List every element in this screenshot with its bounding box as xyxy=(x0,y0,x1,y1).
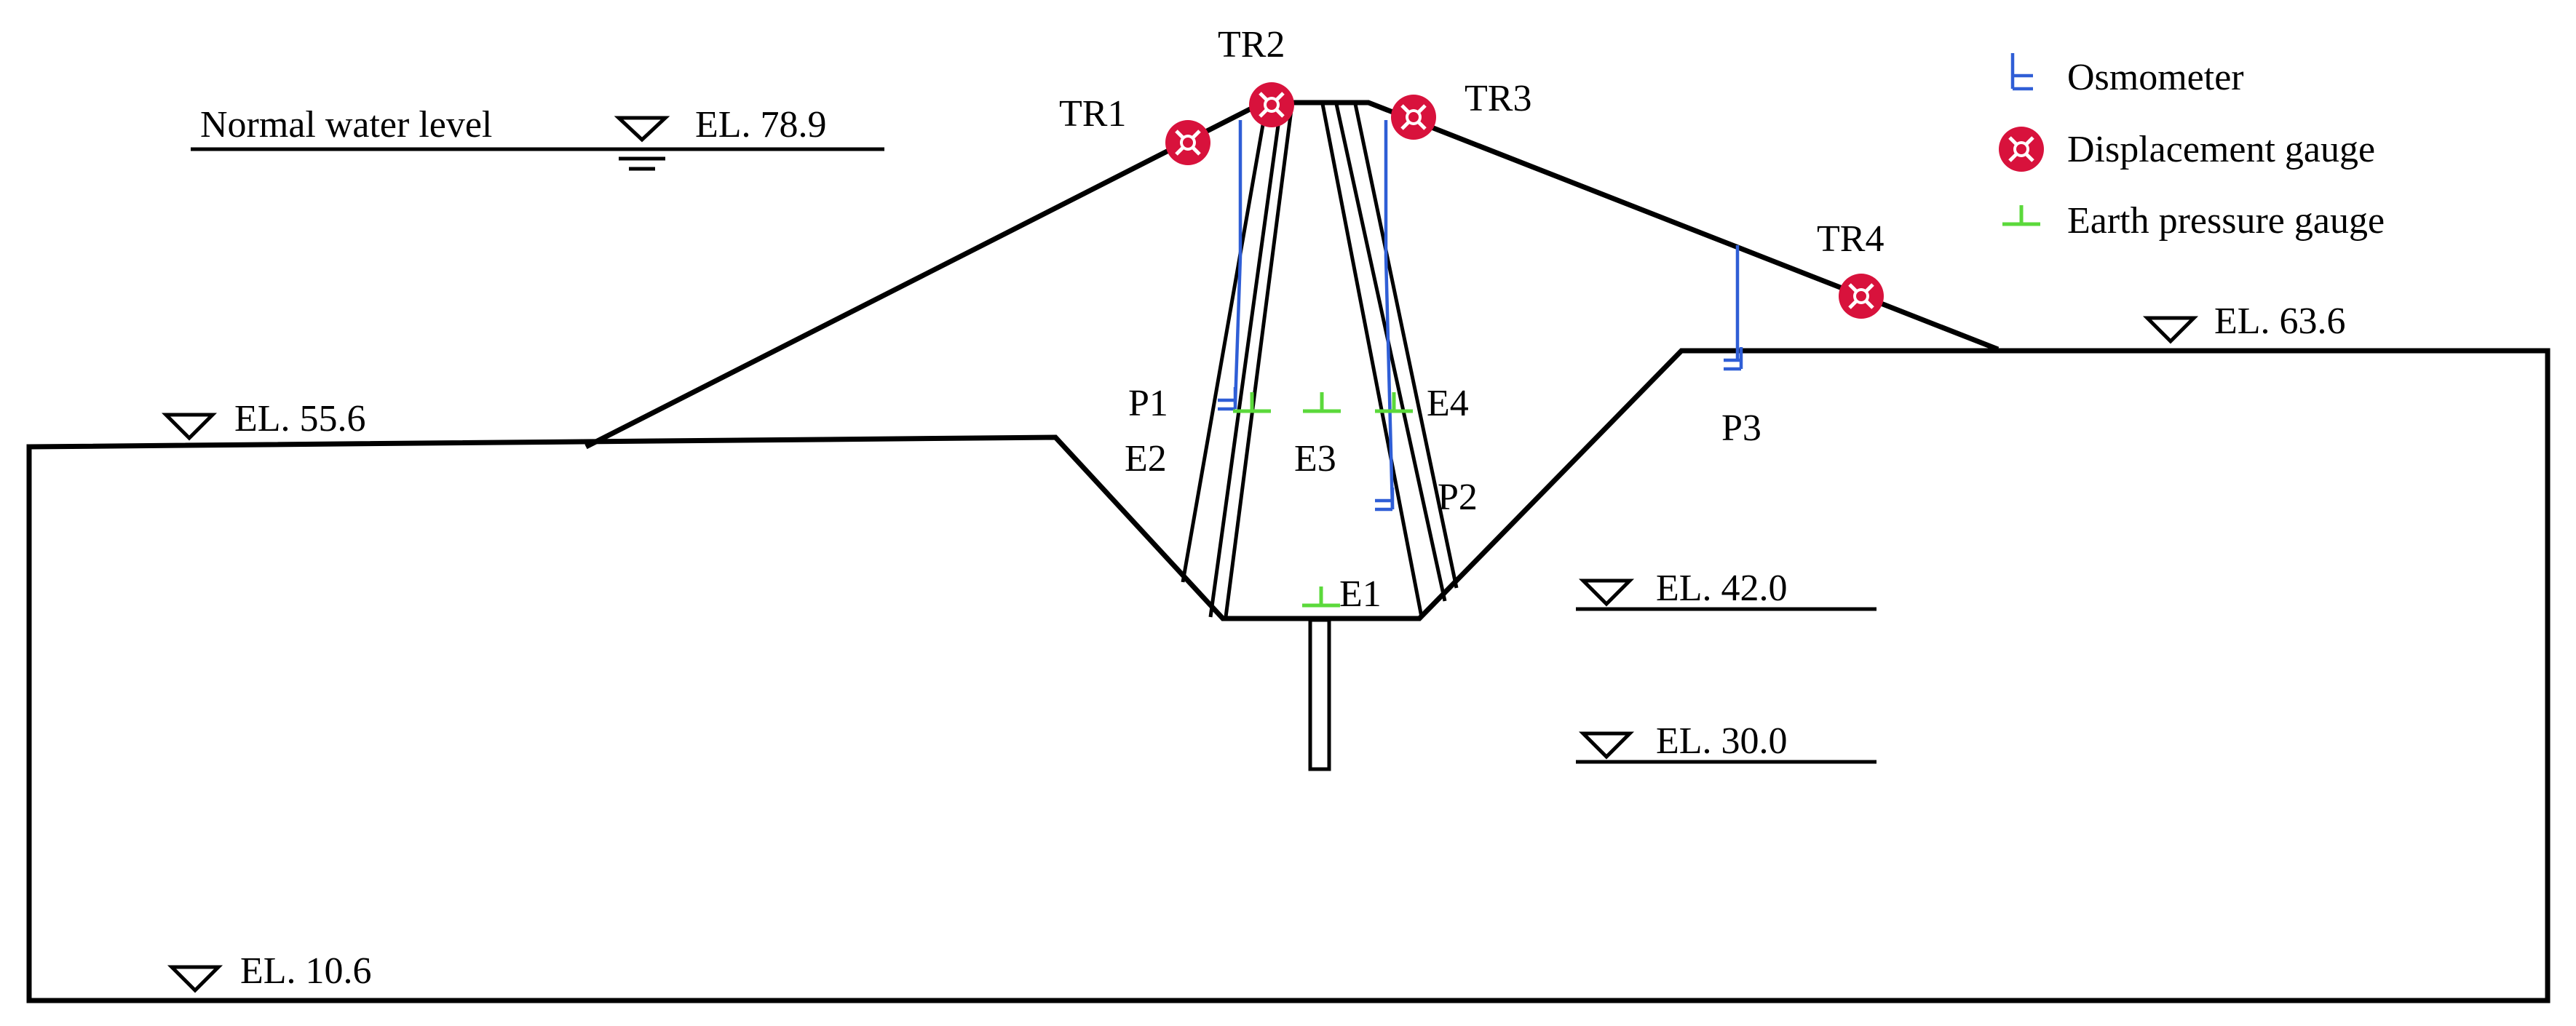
elevation-label-42-0: EL. 42.0 xyxy=(1656,568,1788,609)
elevation-marker-30-0: EL. 30.0 xyxy=(1576,720,1876,764)
elevation-marker-55-6: EL. 55.6 xyxy=(161,398,366,441)
label-tr2: TR2 xyxy=(1218,24,1285,65)
foundation-outline xyxy=(26,348,2551,1003)
label-p1: P1 xyxy=(1128,383,1168,424)
label-e2: E2 xyxy=(1125,438,1167,480)
legend-earth-pressure-label: Earth pressure gauge xyxy=(2067,200,2385,242)
earth-pressure-gauge-e1-symbol xyxy=(1302,586,1340,605)
water-level-elevation: EL. 78.9 xyxy=(695,104,827,146)
displacement-gauge-tr2-symbol xyxy=(1249,82,1294,127)
elevation-marker-42-0: EL. 42.0 xyxy=(1576,568,1876,611)
legend-displacement-label: Displacement gauge xyxy=(2067,129,2375,170)
embankment-outline xyxy=(584,100,2000,450)
osmometer-p2-symbol xyxy=(1375,488,1392,509)
label-tr3: TR3 xyxy=(1465,78,1531,119)
osmometer-risers xyxy=(1233,120,1740,510)
displacement-gauge-tr1-symbol xyxy=(1165,120,1210,165)
legend-osmometer: Osmometer xyxy=(2010,53,2244,98)
cutoff-wall xyxy=(1308,618,1331,771)
normal-water-level: Normal water level EL. 78.9 xyxy=(191,104,884,171)
legend-displacement-gauge: Displacement gauge xyxy=(1999,127,2375,172)
elevation-marker-10-6: EL. 10.6 xyxy=(167,950,372,993)
osmometer-p1-symbol xyxy=(1218,387,1235,409)
earth-pressure-gauge-e3-symbol xyxy=(1303,392,1341,411)
water-level-label: Normal water level xyxy=(200,104,492,146)
elevation-label-63-6: EL. 63.6 xyxy=(2214,301,2346,342)
label-tr4: TR4 xyxy=(1817,218,1884,260)
elevation-label-10-6: EL. 10.6 xyxy=(240,950,372,992)
elevation-label-55-6: EL. 55.6 xyxy=(234,398,366,440)
legend-osmometer-label: Osmometer xyxy=(2067,57,2244,98)
label-e3: E3 xyxy=(1294,438,1336,480)
displacement-gauge-tr3-symbol xyxy=(1391,95,1436,140)
clay-core xyxy=(1181,103,1459,618)
label-e4: E4 xyxy=(1427,383,1469,424)
displacement-gauge-tr4-symbol xyxy=(1839,274,1884,319)
legend: Osmometer Displacement gauge Earth press… xyxy=(1999,53,2385,242)
label-p3: P3 xyxy=(1721,407,1761,449)
legend-earth-pressure-gauge: Earth pressure gauge xyxy=(2002,200,2385,242)
label-e1: E1 xyxy=(1339,573,1382,615)
elevation-marker-63-6: EL. 63.6 xyxy=(2142,301,2346,344)
label-p2: P2 xyxy=(1438,477,1478,518)
elevation-label-30-0: EL. 30.0 xyxy=(1656,720,1788,762)
label-tr1: TR1 xyxy=(1059,93,1126,135)
